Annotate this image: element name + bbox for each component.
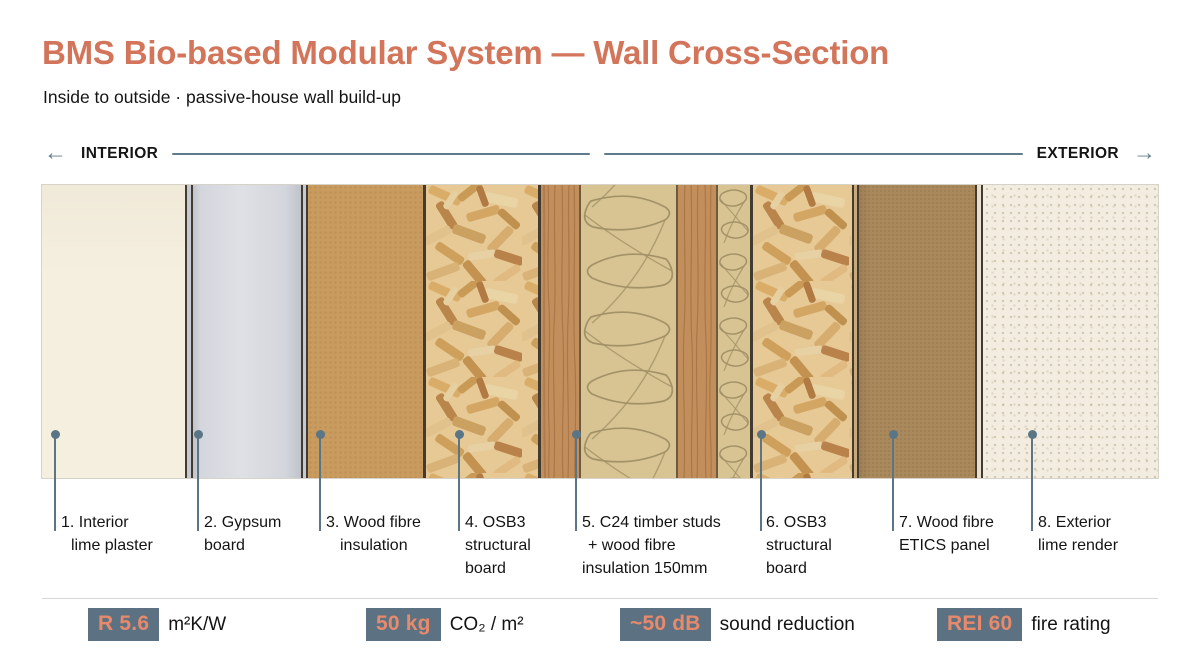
label-gypsum-board: 2. Gypsum board xyxy=(204,511,281,557)
layer-boundary xyxy=(538,185,541,478)
label-c24-timber-studs: 5. C24 timber studs + wood fibre insulat… xyxy=(582,511,721,580)
wall-diagram xyxy=(41,184,1159,479)
leader-line xyxy=(760,434,762,531)
left-arrow-icon: ← xyxy=(44,139,67,165)
label-line: board xyxy=(465,560,506,577)
label-osb3-inner: 4. OSB3 structural board xyxy=(465,511,531,580)
label-line: 3. Wood fibre xyxy=(326,514,421,531)
layer-gypsum-board xyxy=(193,185,301,478)
layer-osb3-board-inner xyxy=(426,185,538,478)
stat-sound-reduction: ~50 dB sound reduction xyxy=(620,608,855,641)
stat-badge: REI 60 xyxy=(937,608,1023,641)
label-line: lime render xyxy=(1038,537,1119,554)
label-line: structural xyxy=(465,537,531,554)
label-line: ETICS panel xyxy=(899,537,990,554)
batt-insulation-narrow xyxy=(718,185,750,478)
layer-boundary xyxy=(676,185,678,478)
stat-unit: CO₂ / m² xyxy=(449,613,524,635)
layer-interior-lime-plaster xyxy=(42,185,185,478)
layer-exterior-lime-render xyxy=(983,185,1158,478)
label-interior-lime-plaster: 1. Interior lime plaster xyxy=(61,511,153,557)
label-line: 2. Gypsum xyxy=(204,514,282,531)
layer-boundary xyxy=(187,185,191,478)
layer-boundary xyxy=(852,185,854,478)
right-arrow-icon: → xyxy=(1133,139,1157,165)
label-line: 5. C24 timber studs xyxy=(582,514,721,531)
layer-boundary xyxy=(750,185,753,478)
layer-boundary xyxy=(306,185,308,478)
leader-line xyxy=(54,434,56,531)
layer-boundary xyxy=(185,185,187,478)
stat-badge: 50 kg xyxy=(366,608,441,641)
layer-boundary xyxy=(854,185,857,478)
label-osb3-outer: 6. OSB3 structural board xyxy=(766,511,832,580)
layer-boundary xyxy=(857,185,859,478)
leader-line xyxy=(1031,434,1033,531)
stat-fire-rating: REI 60 fire rating xyxy=(937,608,1111,641)
label-line: board xyxy=(766,560,807,577)
axis-line-right xyxy=(604,153,1023,155)
timber-stud xyxy=(678,185,716,478)
stat-unit: fire rating xyxy=(1031,613,1111,635)
layer-boundary xyxy=(301,185,303,478)
layer-boundary xyxy=(981,185,983,478)
label-line: structural xyxy=(766,537,832,554)
label-line: 7. Wood fibre xyxy=(899,514,994,531)
label-line: board xyxy=(204,537,245,554)
stats-divider xyxy=(42,598,1158,599)
layer-wood-fibre-insulation xyxy=(308,185,423,478)
label-line: insulation xyxy=(340,537,408,554)
label-line: 6. OSB3 xyxy=(766,514,827,531)
leader-line xyxy=(892,434,894,531)
layer-boundary xyxy=(423,185,426,478)
leader-line xyxy=(319,434,321,531)
leader-line xyxy=(458,434,460,531)
layer-boundary xyxy=(191,185,193,478)
label-line: 4. OSB3 xyxy=(465,514,526,531)
label-line: 8. Exterior xyxy=(1038,514,1111,531)
stat-r-value: R 5.6 m²K/W xyxy=(88,608,226,641)
stat-unit: m²K/W xyxy=(168,613,227,635)
layer-boundary xyxy=(303,185,306,478)
exterior-label: EXTERIOR xyxy=(1036,145,1120,162)
page-title: BMS Bio-based Modular System — Wall Cros… xyxy=(42,34,890,71)
interior-label: INTERIOR xyxy=(81,145,159,162)
batt-insulation xyxy=(581,185,676,478)
stat-badge: R 5.6 xyxy=(88,608,160,641)
leader-line xyxy=(197,434,199,531)
direction-axis: ← INTERIOR EXTERIOR → xyxy=(44,141,1156,167)
layer-osb3-board-outer xyxy=(753,185,852,478)
label-line: 1. Interior xyxy=(61,514,129,531)
label-wood-fibre-insulation: 3. Wood fibre insulation xyxy=(326,511,421,557)
layer-boundary xyxy=(579,185,581,478)
axis-line-left xyxy=(172,153,591,155)
layer-boundary xyxy=(716,185,718,478)
page-subtitle: Inside to outside · passive-house wall b… xyxy=(43,87,401,107)
label-line: lime plaster xyxy=(71,537,153,554)
label-line: + wood fibre xyxy=(588,537,676,554)
label-line: insulation 150mm xyxy=(582,560,708,577)
label-wood-fibre-etics: 7. Wood fibre ETICS panel xyxy=(899,511,994,557)
layer-boundary xyxy=(975,185,977,478)
label-exterior-lime-render: 8. Exterior lime render xyxy=(1038,511,1118,557)
stat-badge: ~50 dB xyxy=(620,608,711,641)
stat-unit: sound reduction xyxy=(719,613,855,635)
layer-boundary xyxy=(977,185,981,478)
stat-embodied-carbon: 50 kg CO₂ / m² xyxy=(366,608,524,641)
leader-line xyxy=(575,434,577,531)
layer-wood-fibre-etics-panel xyxy=(859,185,975,478)
